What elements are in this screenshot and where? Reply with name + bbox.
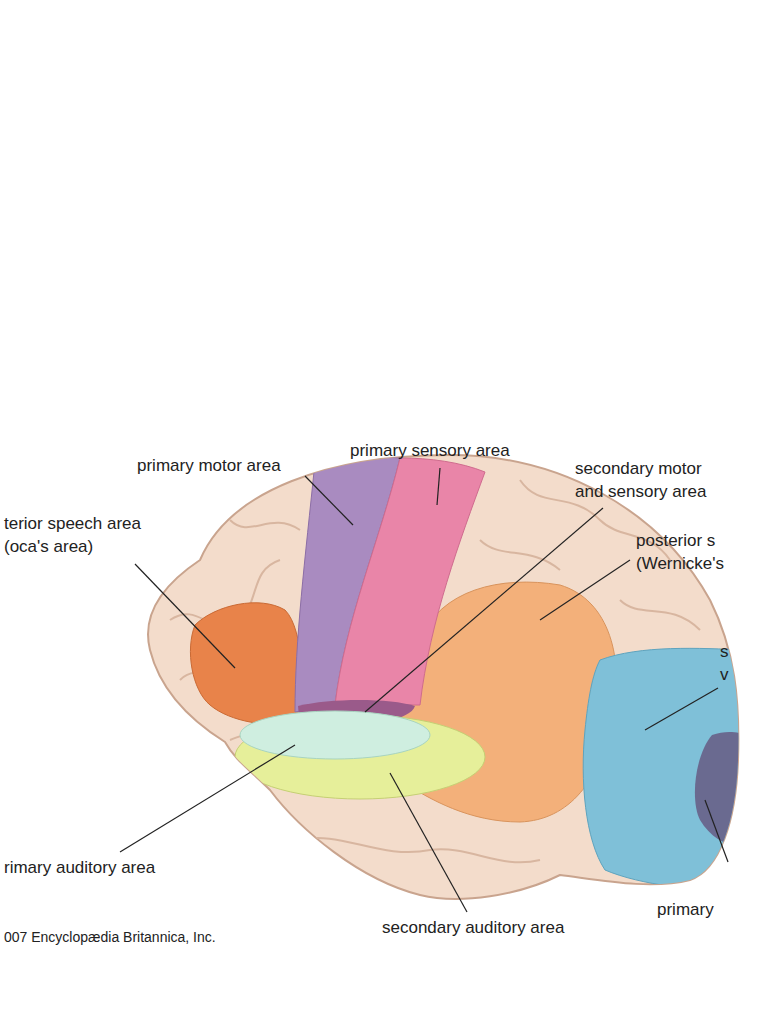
primary-auditory-area xyxy=(240,711,430,759)
gyrus xyxy=(230,520,300,530)
copyright-note: 007 Encyclopædia Britannica, Inc. xyxy=(4,928,216,947)
leader-line xyxy=(705,800,728,862)
leader-line xyxy=(365,508,603,712)
leader-line xyxy=(135,564,235,668)
region-label: primary xyxy=(657,899,714,922)
leader-line xyxy=(437,468,440,505)
region-label: primary motor area xyxy=(137,455,281,478)
brain-regions xyxy=(170,457,745,891)
leader-line xyxy=(645,688,718,730)
region-label: secondary auditory area xyxy=(382,917,564,940)
region-label: posterior s (Wernicke's xyxy=(636,530,736,576)
gyrus xyxy=(300,838,540,862)
region-label: secondary motor and sensory area xyxy=(575,458,725,504)
leader-line xyxy=(120,745,295,852)
region-label: primary sensory area xyxy=(350,440,510,463)
gyrus xyxy=(620,600,700,630)
leader-line xyxy=(540,560,630,620)
leader-line xyxy=(305,476,353,525)
broca-area xyxy=(190,603,301,724)
region-label: s v xyxy=(720,641,734,687)
primary-visual-area xyxy=(695,732,745,846)
region-label: rimary auditory area xyxy=(4,857,155,880)
primary-sensory-area xyxy=(335,458,485,705)
region-label: terior speech area (oca's area) xyxy=(4,513,154,559)
visual-area xyxy=(583,648,745,890)
leader-line xyxy=(390,773,467,912)
